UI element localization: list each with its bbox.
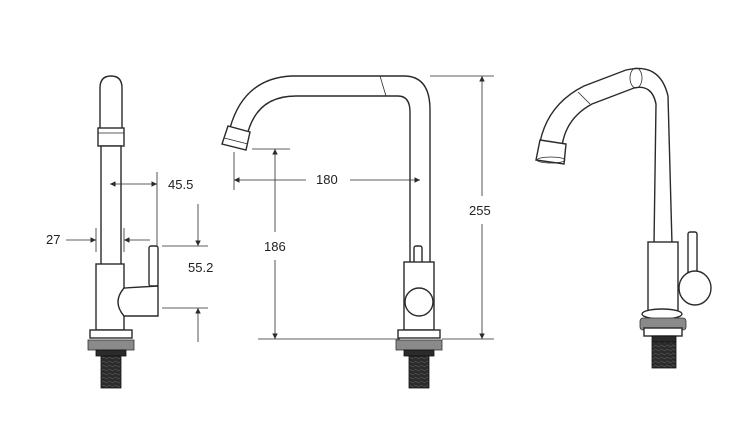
side-column xyxy=(100,145,122,267)
persp-body xyxy=(647,241,679,313)
side-spout-tube xyxy=(99,75,123,131)
side-spout-ring xyxy=(97,127,125,147)
persp-thread xyxy=(651,341,677,369)
dim-45-5: 45.5 xyxy=(168,177,193,192)
persp-spout-outer xyxy=(539,67,673,245)
dim-27: 27 xyxy=(46,232,60,247)
persp-spout-inner xyxy=(561,86,657,245)
side-base-plate xyxy=(89,329,133,339)
dim-186: 186 xyxy=(264,239,286,254)
front-spout-outer xyxy=(229,75,431,265)
dim-55-2: 55.2 xyxy=(188,260,213,275)
side-handle-hub xyxy=(117,285,159,317)
persp-spout-nozzle xyxy=(535,139,567,165)
front-spout-inner xyxy=(247,95,411,265)
dim-255: 255 xyxy=(469,203,491,218)
side-view: 45.5 27 55.2 xyxy=(46,75,213,389)
perspective-view xyxy=(535,67,712,369)
persp-handle-lever xyxy=(687,231,698,277)
side-thread xyxy=(100,355,122,389)
front-thread xyxy=(408,355,430,389)
front-base-washer xyxy=(395,339,443,351)
front-spout-nozzle xyxy=(221,125,251,151)
front-view: 180 186 255 xyxy=(221,75,494,389)
persp-handle-hub xyxy=(678,270,712,306)
front-handle-hub xyxy=(404,287,434,317)
side-base-washer xyxy=(87,339,135,351)
front-base-plate xyxy=(397,329,441,339)
side-handle-lever xyxy=(148,245,159,287)
dim-180: 180 xyxy=(316,172,338,187)
